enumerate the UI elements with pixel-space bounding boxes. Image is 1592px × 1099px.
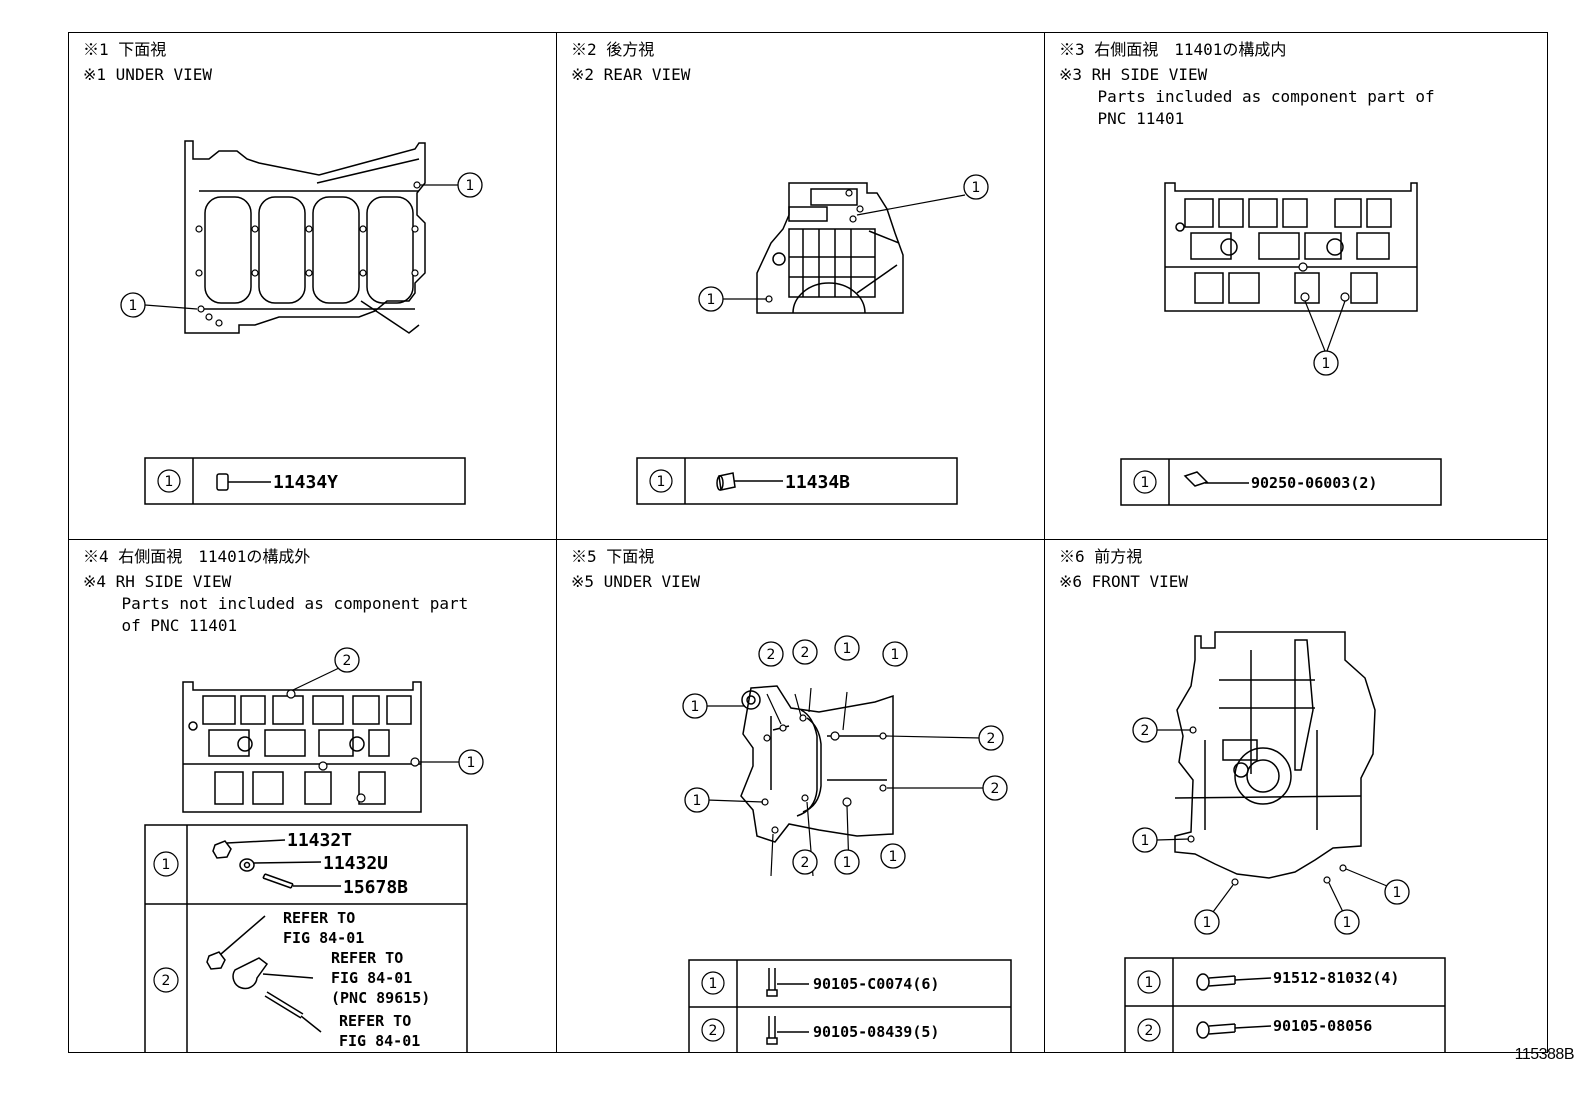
engine-block-front-view-drawing: 2 1 1 1 1 1 2 (1124, 631, 1446, 1052)
callout-number: 2 (801, 645, 810, 661)
callout-number: 2 (162, 973, 171, 989)
part-number: 15678B (343, 877, 408, 898)
reference-note: REFER TO (339, 1012, 411, 1030)
panel-note: PNC 11401 (1059, 109, 1185, 128)
callout-number: 1 (891, 647, 900, 663)
callout-number: 2 (343, 653, 352, 669)
reference-note: FIG 84-01 (339, 1032, 420, 1050)
part-number: 90105-08056 (1273, 1017, 1372, 1035)
callout-number: 1 (467, 755, 476, 771)
reference-note: FIG 84-01 (331, 969, 412, 987)
callout-number: 1 (1141, 475, 1150, 491)
callout-number: 2 (801, 855, 810, 871)
callout-number: 1 (1393, 885, 1402, 901)
callout-number: 1 (843, 641, 852, 657)
callout-number: 2 (709, 1023, 718, 1039)
panel-title-en: ※1 UNDER VIEW (83, 65, 212, 84)
part-number: 90250-06003(2) (1251, 474, 1377, 492)
callout-number: 1 (1343, 915, 1352, 931)
panel-title-en: ※2 REAR VIEW (571, 65, 691, 84)
callout-number: 1 (165, 474, 174, 490)
reference-note: (PNC 89615) (331, 989, 430, 1007)
panel-title-en: ※3 RH SIDE VIEW (1059, 65, 1208, 84)
callout-number: 2 (987, 731, 996, 747)
callout-number: 1 (1145, 975, 1154, 991)
part-number: 91512-81032(4) (1273, 969, 1399, 987)
callout-number: 1 (129, 298, 138, 314)
part-number: 11434B (785, 472, 850, 493)
panel-title-jp: ※1 下面視 (83, 40, 167, 59)
callout-number: 1 (843, 855, 852, 871)
panel-title-jp: ※3 右側面視 11401の構成内 (1059, 40, 1287, 59)
panel-title-en: ※5 UNDER VIEW (571, 572, 700, 591)
panel-rh-side-view-4: ※4 右側面視 11401の構成外 ※4 RH SIDE VIEW Parts … (69, 540, 557, 1052)
document-id: 115388B (1514, 1046, 1575, 1063)
part-number: 11432T (287, 830, 352, 851)
engine-block-under-view-drawing: 1 2 2 1 1 2 2 1 2 1 1 (682, 635, 1012, 1052)
callout-number: 1 (693, 793, 702, 809)
panel-title-jp: ※5 下面視 (571, 547, 655, 566)
panel-under-view-1: ※1 下面視 ※1 UNDER VIEW (69, 33, 557, 540)
engine-block-rh-side-drawing: 1 1 90250-06003(2) (1120, 182, 1442, 506)
callout-number: 1 (657, 474, 666, 490)
panel-title-en: ※4 RH SIDE VIEW (83, 572, 232, 591)
callout-number: 2 (767, 647, 776, 663)
part-number: 90105-08439(5) (813, 1023, 939, 1041)
engine-block-rh-side-drawing: 2 1 (144, 647, 484, 1052)
panel-title-jp: ※6 前方視 (1059, 547, 1143, 566)
callout-number: 1 (1322, 356, 1331, 372)
engine-block-under-view-drawing: 1 1 1 11434Y (120, 140, 483, 505)
panel-note: of PNC 11401 (83, 616, 238, 635)
reference-note: REFER TO (283, 909, 355, 927)
callout-number: 1 (709, 976, 718, 992)
callout-number: 1 (972, 180, 981, 196)
panel-rear-view-2: ※2 後方視 ※2 REAR VIEW (557, 33, 1045, 540)
panel-title-en: ※6 FRONT VIEW (1059, 572, 1188, 591)
panel-rh-side-view-3: ※3 右側面視 11401の構成内 ※3 RH SIDE VIEW Parts … (1045, 33, 1547, 540)
panel-title-jp: ※2 後方視 (571, 40, 655, 59)
panel-front-view-6: ※6 前方視 ※6 FRONT VIEW (1045, 540, 1547, 1052)
callout-number: 1 (889, 849, 898, 865)
part-number: 90105-C0074(6) (813, 975, 939, 993)
callout-number: 2 (991, 781, 1000, 797)
panel-title-jp: ※4 右側面視 11401の構成外 (83, 547, 311, 566)
part-number: 11432U (323, 853, 388, 874)
panel-under-view-5: ※5 下面視 ※5 UNDER VIEW (557, 540, 1045, 1052)
callout-number: 1 (162, 857, 171, 873)
callout-number: 1 (691, 699, 700, 715)
panel-note: Parts included as component part of (1059, 87, 1435, 106)
parts-diagram-sheet: ※1 下面視 ※1 UNDER VIEW (68, 32, 1548, 1053)
callout-number: 2 (1145, 1023, 1154, 1039)
part-number: 11434Y (273, 472, 338, 493)
callout-number: 1 (466, 178, 475, 194)
callout-number: 2 (1141, 723, 1150, 739)
panel-note: Parts not included as component part (83, 594, 469, 613)
engine-block-rear-view-drawing: 1 1 1 11434B (636, 174, 989, 505)
reference-note: FIG 84-01 (283, 929, 364, 947)
reference-note: REFER TO (331, 949, 403, 967)
callout-number: 1 (1203, 915, 1212, 931)
callout-number: 1 (707, 292, 716, 308)
callout-number: 1 (1141, 833, 1150, 849)
